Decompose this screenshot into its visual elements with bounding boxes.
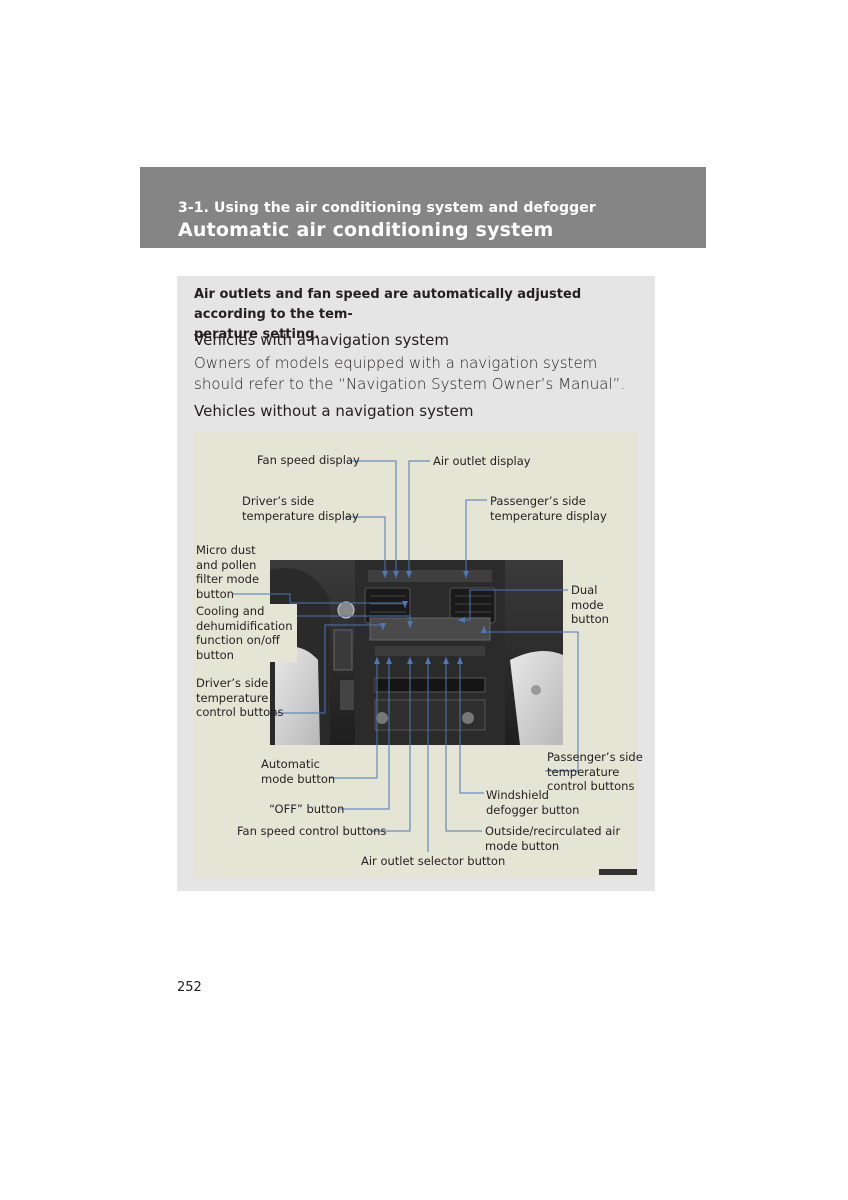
section-header: 3-1. Using the air conditioning system a… — [140, 167, 706, 248]
page-number: 252 — [177, 980, 202, 995]
label-off-button: “OFF” button — [269, 802, 345, 816]
label-windshield-defogger-button: Windshield defogger button — [486, 788, 580, 817]
section-label: 3-1. Using the air conditioning system a… — [178, 200, 596, 216]
label-fan-speed-control: Fan speed control buttons — [237, 824, 387, 838]
label-micro-dust-button: Micro dust and pollen filter mode button — [196, 543, 260, 601]
label-outside-recirc-button: Outside/recirculated air mode button — [485, 824, 621, 853]
intro-text: Air outlets and fan speed are automatica… — [194, 287, 582, 342]
nav-heading: Vehicles with a navigation system — [194, 331, 449, 349]
page-title: Automatic air conditioning system — [178, 219, 554, 241]
nav-paragraph: Owners of models equipped with a navigat… — [194, 354, 626, 393]
label-air-outlet-selector: Air outlet selector button — [361, 854, 506, 868]
label-dual-mode-button: Dual mode button — [571, 583, 609, 626]
label-fan-speed-display: Fan speed display — [257, 453, 360, 467]
no-nav-heading: Vehicles without a navigation system — [194, 402, 474, 420]
dashboard-photo — [270, 560, 563, 745]
label-automatic-mode-button: Automatic mode button — [261, 757, 336, 786]
label-cooling-button: Cooling and dehumidification function on… — [196, 604, 297, 662]
label-driver-temp-control: Driver’s side temperature control button… — [196, 676, 284, 719]
label-driver-temp-display: Driver’s side temperature display — [242, 494, 359, 523]
image-code-stamp — [599, 869, 637, 875]
label-air-outlet-display: Air outlet display — [433, 454, 531, 468]
label-passenger-temp-display: Passenger’s side temperature display — [490, 494, 607, 523]
label-passenger-temp-control: Passenger’s side temperature control but… — [547, 750, 643, 793]
